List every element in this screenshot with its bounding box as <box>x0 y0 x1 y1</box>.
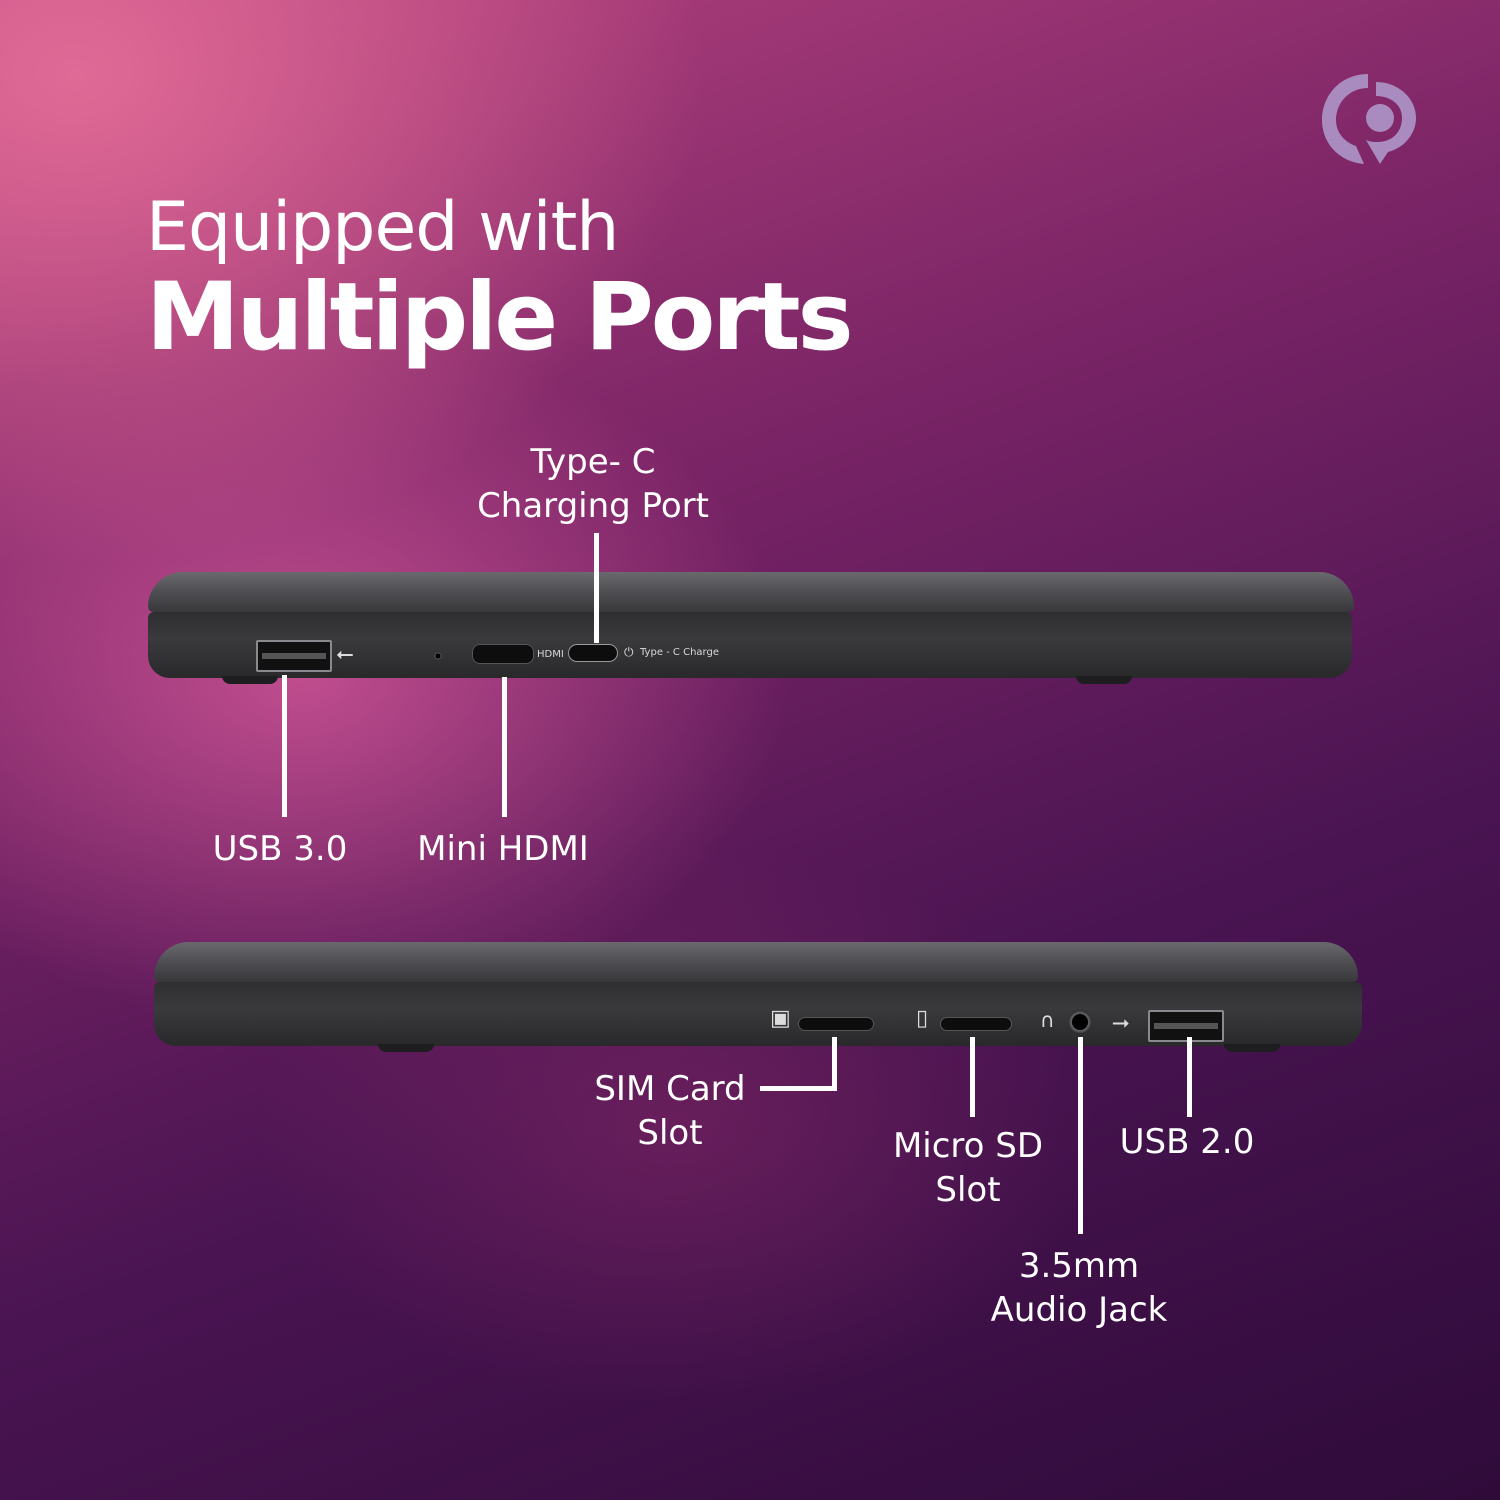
usb-2-port <box>1148 1010 1224 1042</box>
hdmi-marking: HDMI <box>537 649 564 660</box>
usb-2-leader-line <box>1187 1037 1192 1117</box>
usb-symbol-icon: ⭢ <box>1112 1010 1130 1035</box>
brand-logo-icon <box>1322 74 1416 164</box>
sim-card-leader-horizontal <box>760 1086 837 1091</box>
audio-jack-port <box>1068 1010 1092 1034</box>
headphone-icon: ∩ <box>1040 1008 1055 1032</box>
type-c-port <box>568 644 618 662</box>
laptop-base <box>148 612 1352 678</box>
usb-symbol-icon: ⭠ <box>336 642 354 667</box>
sim-card-slot <box>798 1017 874 1031</box>
laptop-right-side: ▣ ▯ ∩ ⭢ <box>150 942 1362 1057</box>
laptop-foot <box>378 1044 434 1052</box>
laptop-lid <box>154 942 1358 982</box>
micro-sd-leader-line <box>970 1037 975 1117</box>
laptop-left-side: ⭠ HDMI ⏻ Type - C Charge <box>148 572 1358 687</box>
headline-line-1: Equipped with <box>146 188 619 267</box>
usb-3-port <box>256 640 332 672</box>
sim-card-slot-label: SIM Card Slot <box>594 1069 746 1153</box>
usb-3-label: USB 3.0 <box>212 829 348 869</box>
laptop-foot <box>222 676 278 684</box>
micro-sd-slot <box>940 1017 1012 1031</box>
micro-sd-slot-label: Micro SD Slot <box>892 1126 1044 1210</box>
audio-jack-label: 3.5mm Audio Jack <box>990 1246 1168 1330</box>
mini-hdmi-label: Mini HDMI <box>417 829 589 869</box>
sim-card-leader-vertical <box>832 1037 837 1091</box>
usb-3-leader-line <box>282 675 287 817</box>
laptop-lid <box>148 572 1354 612</box>
power-icon: ⏻ <box>624 645 634 659</box>
type-c-charging-port-label: Type- C Charging Port <box>477 442 709 526</box>
micro-sd-icon: ▯ <box>916 1006 929 1031</box>
type-c-leader-line <box>594 533 599 643</box>
headline-line-2: Multiple Ports <box>146 263 854 372</box>
laptop-foot <box>1224 1044 1280 1052</box>
indicator-dot <box>434 652 442 660</box>
mini-hdmi-leader-line <box>502 677 507 817</box>
laptop-foot <box>1076 676 1132 684</box>
usb-2-label: USB 2.0 <box>1119 1122 1255 1162</box>
mini-hdmi-port <box>472 644 534 664</box>
sim-card-icon: ▣ <box>770 1006 791 1031</box>
type-c-marking: Type - C Charge <box>640 647 719 658</box>
audio-jack-leader-line <box>1078 1037 1083 1234</box>
headline: Equipped with Multiple Ports <box>146 188 854 372</box>
